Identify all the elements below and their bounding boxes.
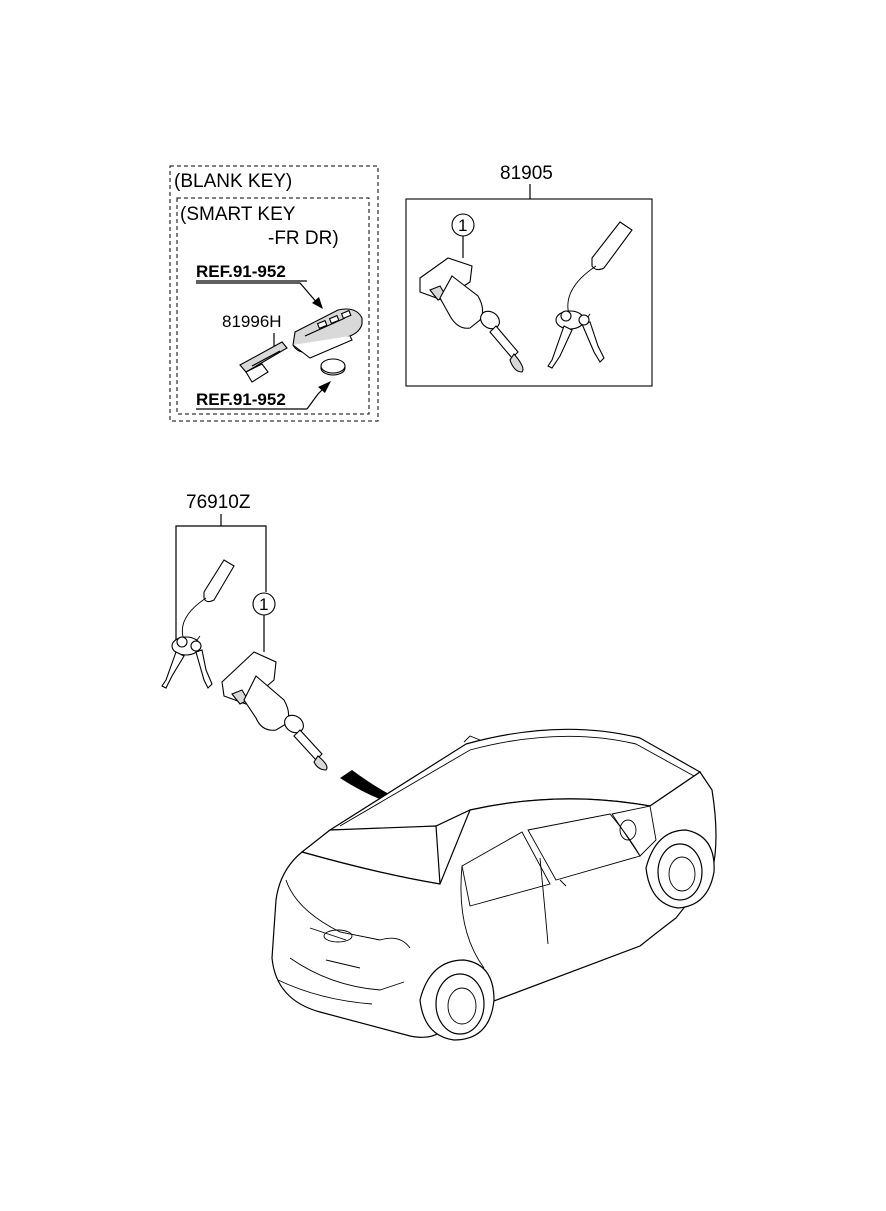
hatchback-car-icon bbox=[271, 728, 717, 1041]
lock-cylinder-icon-76910z bbox=[221, 651, 328, 771]
location-pointer-arrow bbox=[340, 770, 438, 816]
smart-key-inner-box bbox=[176, 197, 370, 415]
part-81905-group: 81905 1 bbox=[405, 163, 653, 387]
smart-key-label-line1: (SMART KEY bbox=[180, 204, 296, 225]
part-81905-box bbox=[405, 198, 653, 387]
blank-key-outer-box bbox=[169, 165, 379, 422]
coin-battery-icon bbox=[320, 358, 346, 376]
blank-key-group: (BLANK KEY) (SMART KEY -FR DR) REF.91-95… bbox=[169, 165, 379, 422]
part-81996h-label: 81996H bbox=[222, 312, 282, 331]
ref-top-leader bbox=[196, 282, 319, 305]
lock-cylinder-icon bbox=[419, 257, 524, 373]
emergency-key-blade-icon bbox=[239, 341, 288, 383]
part-76910z-group: 76910Z 1 bbox=[161, 492, 328, 771]
ref-bottom-arrowhead bbox=[318, 381, 331, 393]
ref-top-arrowhead bbox=[312, 297, 323, 309]
part-76910z-label: 76910Z bbox=[186, 492, 251, 513]
ref-label-top: REF.91-952 bbox=[196, 262, 286, 281]
part-81905-label: 81905 bbox=[500, 163, 553, 184]
ref-label-bottom: REF.91-952 bbox=[196, 390, 286, 409]
smart-key-label-line2: -FR DR) bbox=[268, 228, 339, 249]
callout-number-76910z: 1 bbox=[259, 595, 268, 614]
key-set-icon-76910z bbox=[161, 559, 235, 689]
key-set-icon bbox=[547, 221, 633, 369]
callout-number-81905: 1 bbox=[458, 216, 467, 235]
blank-key-label: (BLANK KEY) bbox=[174, 171, 292, 192]
smart-key-fob-icon bbox=[292, 308, 363, 359]
